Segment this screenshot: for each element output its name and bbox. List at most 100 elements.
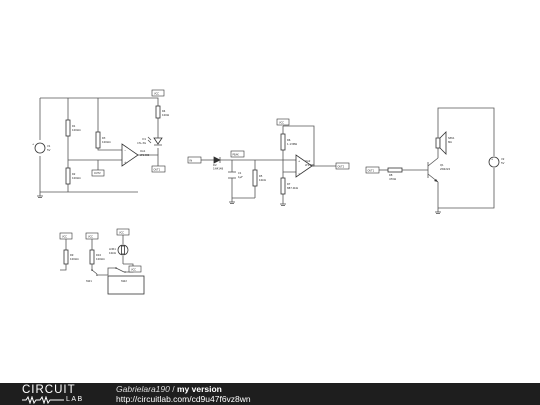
resistor-r1-icon [65,119,71,137]
net-tag-peak: PEAK [233,154,240,157]
circuitlab-logo[interactable]: CIRCUIT LAB [22,384,94,404]
r1-value: 100kΩ [72,128,80,132]
svg-text:+: + [491,157,493,161]
schematic-canvas: + V1 5V R1 100kΩ R2 100kΩ R3 100kΩ OUT2 … [32,89,505,295]
sw2-label: SW2 [121,279,127,283]
led-value: LTL-3G [137,141,146,145]
net-tag-vcc-left-b: VCC [88,236,93,239]
net-tag-vcc-small: VCC [131,269,136,272]
credit-separator: / [169,384,177,394]
logo-text-bottom: LAB [66,396,84,403]
op-amp-oa2-icon [295,154,313,178]
capacitor-c1-icon [228,171,236,179]
net-tag-in: IN [190,160,193,163]
ground-icon [37,192,43,198]
resistor-r4-icon [155,105,161,119]
sw1-label: SW1 [86,279,92,283]
led-d1-icon [147,136,163,146]
circuit-title: my version [176,384,222,394]
r10-value: 100kΩ [96,257,104,261]
net-tag-vcc-left-a: VCC [62,236,67,239]
r2-label: R2 [72,172,76,176]
oa2-value: LT1490 [305,163,315,167]
resistor-r5-icon [252,169,258,187]
voltage-source-v1-icon [34,142,46,154]
ldr-label: LDR1 [109,247,116,251]
logo-text-top: CIRCUIT [22,384,76,396]
circuit-url-link[interactable]: http://circuitlab.com/cd9u47f6vz8wn [116,394,251,404]
oa2-label: OA2 [305,159,311,163]
credit-line: Gabrielara190 / my version [116,384,222,394]
r5-label: R5 [259,174,263,178]
ground-icon [229,198,235,204]
resistor-r10-icon [89,249,95,265]
footer-bar: CIRCUIT LAB Gabrielara190 / my version h… [0,383,540,405]
r9-label: R9 [70,253,74,257]
svg-text:+: + [32,142,34,146]
resistor-r9-icon [63,249,69,265]
v2-value: 5V [501,161,505,165]
q1-value: 2N2222 [440,167,451,171]
net-tag-vcc-led: VCC [154,93,159,96]
circuit-switch-ldr: VCC VCC VCC R9 100kΩ R10 100kΩ SW1 LDR1 … [59,228,145,295]
ground-icon [435,208,441,214]
net-tag-out2: OUT2 [338,166,345,169]
q1-label: Q1 [440,163,444,167]
switch-sw2-icon [115,267,126,273]
ldr-value: 10kΩ [109,251,116,255]
r2-value: 100kΩ [72,176,80,180]
circuit-comparator-led: + V1 5V R1 100kΩ R2 100kΩ R3 100kΩ OUT2 … [32,89,169,198]
circuit-peak-detector: IN D2 1N4148 C1 1µF R5 10kΩ PEAK [187,118,350,206]
resistor-r3-icon [95,131,101,149]
net-tag-out1: OUT1 [154,169,161,172]
r10-label: R10 [96,253,101,257]
author-link[interactable]: Gabrielara190 [116,384,170,394]
r7-label: R7 [287,182,291,186]
r4-value: 100Ω [162,113,169,117]
oa1-value: LT1490 [140,153,150,157]
r4-label: R4 [162,109,166,113]
resistor-r7-icon [280,177,286,195]
r5-value: 10kΩ [259,178,266,182]
r8-label: R8 [389,173,393,177]
resistor-r8-icon [387,167,403,173]
d2-label: D2 [213,163,217,167]
net-tag-vcc-left-c: VCC [119,232,124,235]
r8-value: 470Ω [389,177,396,181]
resistor-r2-icon [65,167,71,185]
net-tag-out1-in: OUT1 [368,170,375,173]
diode-d2-icon [213,156,221,164]
svg-text:+: + [298,159,300,163]
switch-sw1-icon [91,269,98,276]
r6-value: 1.13MΩ [287,142,297,146]
net-tag-vcc-mid: VCC [279,122,284,125]
logo-waveform-icon [22,396,64,404]
r7-value: 887.0kΩ [287,186,298,190]
op-amp-oa1-icon [121,143,139,167]
r6-label: R6 [287,138,291,142]
v1-value: 5V [47,148,51,152]
r3-value: 100kΩ [102,140,110,144]
voltage-source-v2-icon [488,156,500,168]
r3-label: R3 [102,136,106,140]
v2-label: V2 [501,157,505,161]
d2-value: 1N4148 [213,167,224,171]
c1-label: C1 [238,171,242,175]
net-tag-out2-in: OUT2 [94,172,101,175]
r9-value: 100kΩ [70,257,78,261]
c1-value: 1µF [238,175,243,179]
spk-value: 8Ω [448,140,452,144]
r1-label: R1 [72,124,76,128]
speaker-spk1-icon [435,131,447,155]
svg-text:+: + [124,160,126,164]
spk-label: SPK1 [448,136,455,140]
transistor-q1-icon [427,157,439,183]
svg-text:−: − [124,149,126,152]
circuit-speaker-driver: OUT1 R8 470Ω Q1 2N2222 SPK1 8Ω + V2 5V [365,107,505,214]
v1-label: V1 [47,144,51,148]
svg-text:−: − [298,172,300,175]
led-label: D1 [142,137,146,141]
ground-icon [280,200,286,206]
resistor-r6-icon [280,133,286,151]
oa1-label: OA1 [140,149,146,153]
